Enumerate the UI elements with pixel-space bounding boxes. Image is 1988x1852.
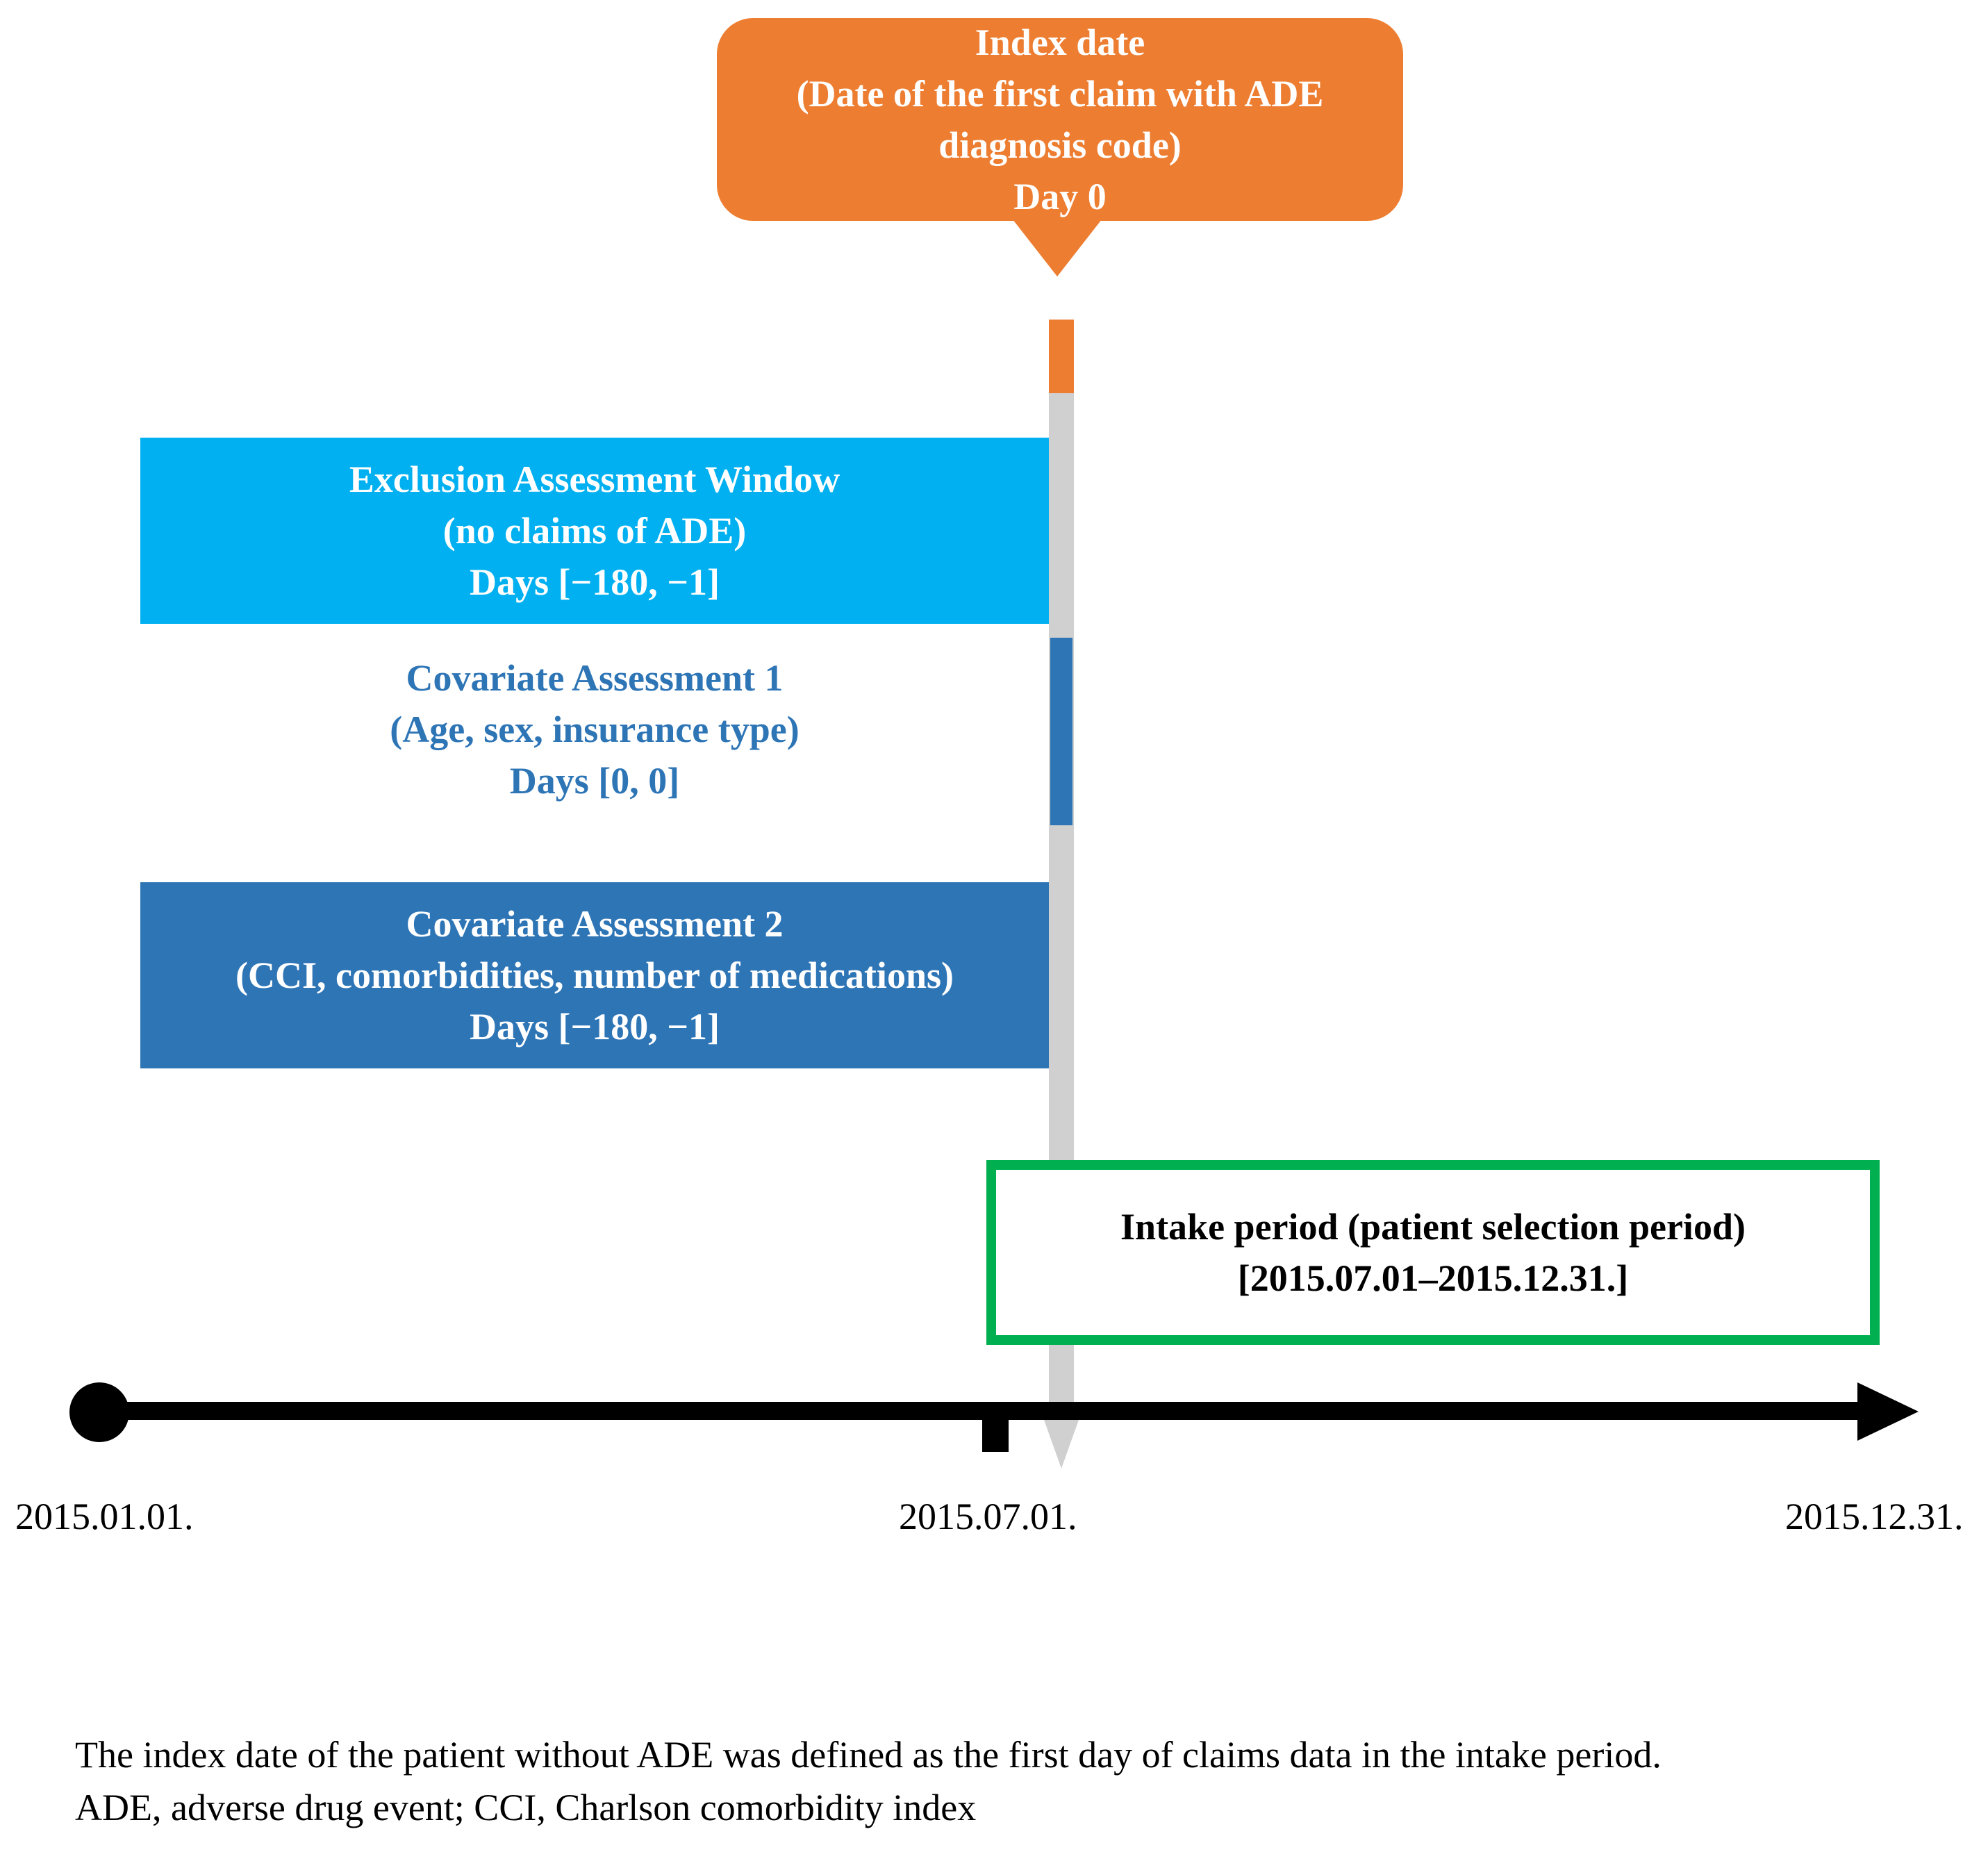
- exclusion-criteria: (no claims of ADE): [442, 510, 747, 552]
- index-date-callout: Index date (Date of the first claim with…: [717, 18, 1403, 221]
- covariate-1-marker: [1050, 638, 1072, 825]
- timeline-start-label: 2015.01.01.: [15, 1496, 194, 1537]
- figure-caption: The index date of the patient without AD…: [75, 1728, 1950, 1834]
- index-date-definition: (Date of the first claim with ADE: [796, 73, 1324, 115]
- intake-period-box: Intake period (patient selection period)…: [986, 1160, 1880, 1345]
- covariate-2-title: Covariate Assessment 2: [406, 903, 784, 945]
- index-date-title: Index date: [975, 22, 1145, 63]
- covariate-assessment-2: Covariate Assessment 2 (CCI, comorbiditi…: [140, 882, 1049, 1068]
- covariate-1-days: Days [0, 0]: [509, 760, 680, 802]
- timeline-mid-label: 2015.07.01.: [899, 1496, 1077, 1537]
- caption-line-1: The index date of the patient without AD…: [75, 1734, 1662, 1776]
- exclusion-days: Days [−180, −1]: [469, 561, 720, 603]
- timeline-start-dot: [69, 1382, 129, 1442]
- index-day-marker: [1049, 320, 1074, 393]
- index-date-arrowhead: [1041, 1410, 1082, 1469]
- covariate-1-title: Covariate Assessment 1: [406, 657, 784, 699]
- timeline-midpoint-tick: [982, 1416, 1009, 1452]
- covariate-2-variables: (CCI, comorbidities, number of medicatio…: [235, 954, 954, 996]
- intake-period-title: Intake period (patient selection period): [1120, 1206, 1746, 1248]
- exclusion-title: Exclusion Assessment Window: [349, 458, 840, 500]
- index-date-day: Day 0: [1013, 176, 1107, 217]
- timeline-end-label: 2015.12.31.: [1785, 1496, 1964, 1537]
- exclusion-assessment-window: Exclusion Assessment Window (no claims o…: [140, 438, 1049, 624]
- index-date-definition-cont: diagnosis code): [938, 124, 1182, 166]
- intake-period-range: [2015.07.01–2015.12.31.]: [1237, 1257, 1629, 1299]
- covariate-2-days: Days [−180, −1]: [469, 1006, 720, 1048]
- timeline-arrowhead: [1857, 1382, 1919, 1441]
- covariate-1-variables: (Age, sex, insurance type): [390, 709, 800, 750]
- callout-pointer: [1013, 220, 1102, 276]
- caption-line-2: ADE, adverse drug event; CCI, Charlson c…: [75, 1787, 977, 1828]
- covariate-assessment-1: Covariate Assessment 1 (Age, sex, insura…: [140, 631, 1049, 828]
